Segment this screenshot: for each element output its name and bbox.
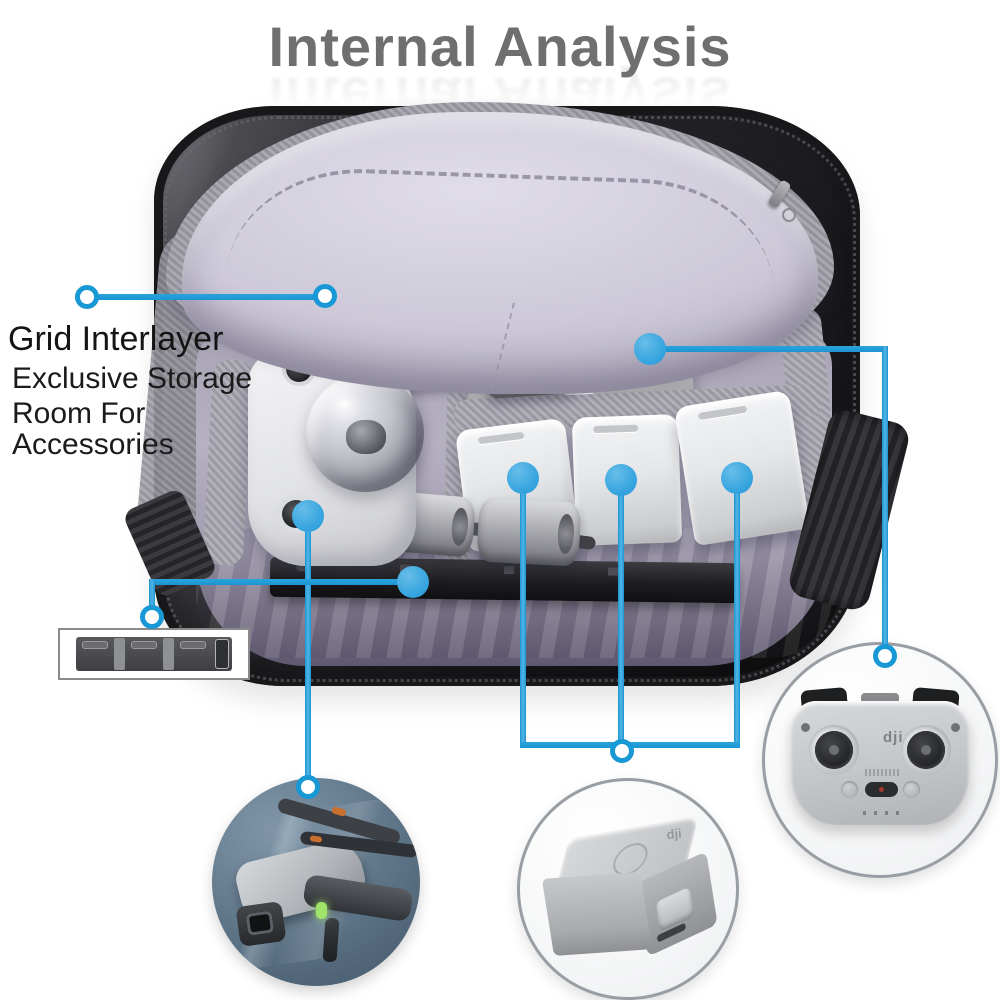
caption-line: Room For — [12, 397, 146, 430]
callout-dot-battery-3 — [721, 462, 753, 494]
tray-slot — [174, 637, 212, 671]
callout-dot-drone — [292, 500, 324, 532]
callout-line-drone — [305, 518, 311, 778]
callout-line-battery-2 — [618, 482, 624, 744]
controller-button — [903, 781, 920, 798]
title-block: Internal Analysis Internal Analysis — [0, 14, 1000, 130]
page-title: Internal Analysis — [268, 15, 732, 78]
battery-front-face — [541, 872, 653, 956]
drone-motor — [476, 497, 582, 567]
caption-line: Accessories — [12, 428, 174, 461]
control-stick-right — [901, 725, 951, 775]
callout-ring-lid — [313, 284, 337, 308]
battery-inset-photo: dji — [517, 778, 739, 1000]
callout-ring-controller-inset — [873, 644, 897, 668]
tray-slot — [76, 637, 114, 671]
controller-screw — [951, 723, 960, 732]
drone-inset-photo — [212, 778, 420, 986]
callout-ring-drone-inset — [296, 775, 320, 799]
tray-slot — [125, 637, 163, 671]
controller-hinge — [861, 693, 899, 704]
callout-line-tray-vertical — [149, 579, 155, 607]
controller-battery-dots — [863, 811, 903, 815]
gimbal-camera-lens — [346, 420, 386, 454]
bag-photo — [121, 98, 913, 698]
drone-camera — [235, 900, 287, 948]
page-title-reflection: Internal Analysis — [268, 66, 732, 129]
callout-dot-battery-1 — [507, 462, 539, 494]
caption-line: Exclusive Storage — [12, 362, 253, 395]
control-stick-left — [809, 725, 859, 775]
propeller-tray-photo — [76, 637, 232, 671]
callout-line-charger-vertical — [882, 346, 888, 648]
camera-lens — [245, 910, 275, 936]
callout-line-battery-1 — [520, 480, 526, 746]
callout-ring-caption — [75, 285, 99, 309]
arm-led-light — [316, 902, 327, 919]
controller-screw — [801, 723, 810, 732]
battery-latch — [655, 886, 695, 932]
tray-tab — [114, 638, 125, 670]
callout-line-charger-horizontal — [650, 346, 888, 352]
tray-latch — [215, 639, 229, 669]
callout-line-tray-horizontal — [149, 579, 401, 585]
callout-ring-tray — [140, 605, 164, 629]
controller-button — [841, 781, 858, 798]
callout-dot-battery-2 — [605, 464, 637, 496]
callout-line-battery-3 — [734, 480, 740, 746]
caption-heading: Grid Interlayer — [8, 320, 224, 358]
callout-line-grid-interlayer — [87, 294, 325, 300]
tray-inset-frame — [58, 628, 250, 680]
controller-inset-photo: dji — [762, 642, 998, 878]
callout-ring-battery-inset — [610, 739, 634, 763]
controller-logo: dji — [883, 729, 904, 746]
battery-logo: dji — [665, 825, 683, 843]
controller-microtext — [865, 769, 899, 776]
callout-dot-charger — [634, 333, 666, 365]
gimbal-protector-dome — [306, 374, 424, 492]
callout-dot-tray — [397, 566, 429, 598]
controller-mode-switch — [865, 782, 898, 797]
tray-tab — [163, 638, 174, 670]
